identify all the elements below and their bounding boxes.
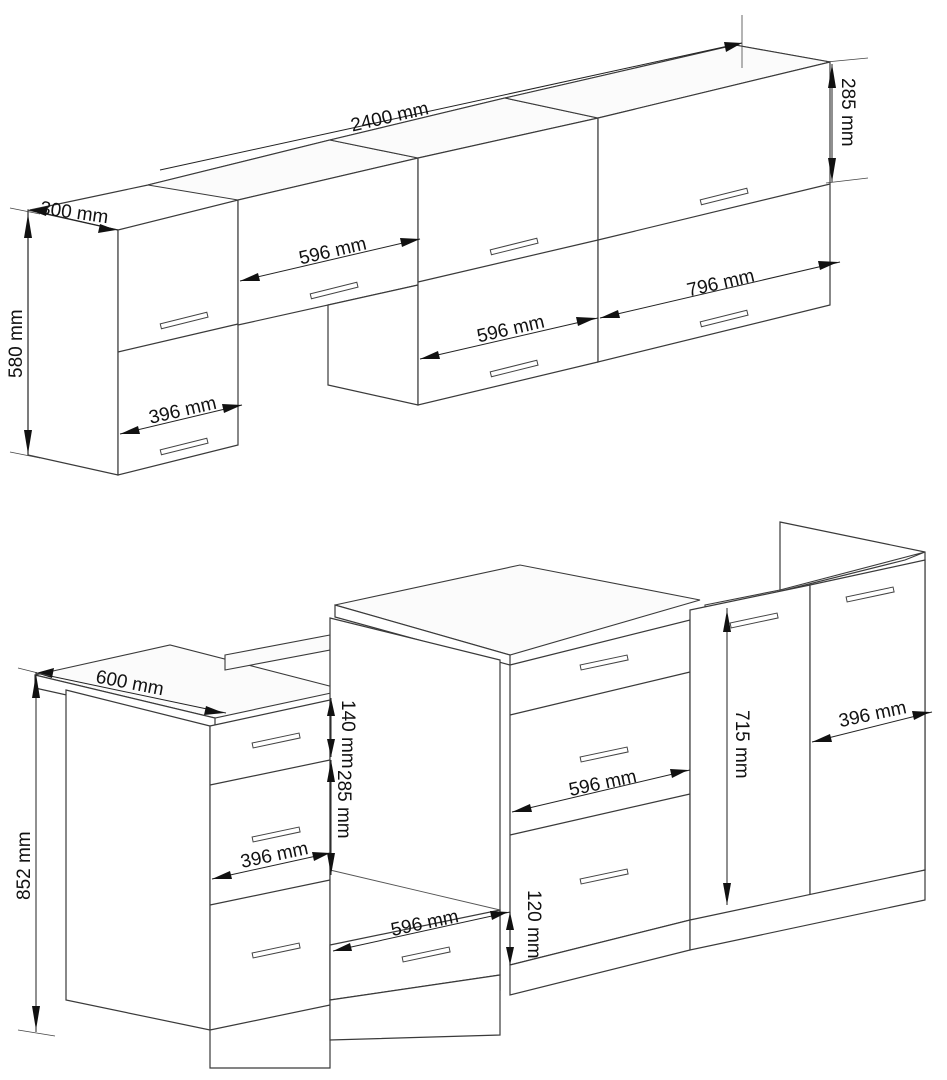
lower-cabinet-set: 600 mm 852 mm 140 mm 285 mm [14, 521, 933, 1069]
label-285-lower: 285 mm [333, 770, 354, 839]
dim-carcass-height: 715 mm [723, 608, 752, 905]
label-285-upper: 285 mm [837, 78, 858, 147]
label-140: 140 mm [337, 700, 358, 769]
dim-upper-flap-height: 285 mm [825, 57, 869, 184]
lower-drawer-cabinet-596 [509, 619, 691, 996]
label-580: 580 mm [6, 309, 27, 378]
label-852: 852 mm [14, 831, 35, 900]
dim-plinth-height: 120 mm [506, 890, 544, 965]
lower-oven-cabinet-596 [224, 564, 701, 1041]
dim-drawer-height: 285 mm [327, 760, 354, 875]
label-715: 715 mm [731, 710, 752, 779]
dim-top-drawer-height: 140 mm [327, 698, 358, 769]
upper-cabinet-596-b [329, 97, 599, 406]
lower-drawer-cabinet-396 [34, 644, 346, 1069]
dim-lower-height: 852 mm [14, 667, 56, 1037]
upper-cabinet-796 [504, 44, 831, 363]
label-120: 120 mm [523, 890, 544, 959]
dim-upper-height: 580 mm [6, 207, 41, 459]
upper-cabinet-set: 2400 mm 285 mm 300 mm 580 mm [6, 15, 869, 476]
lower-sink-cabinet [689, 551, 926, 951]
upper-cabinet-396 [27, 199, 239, 476]
